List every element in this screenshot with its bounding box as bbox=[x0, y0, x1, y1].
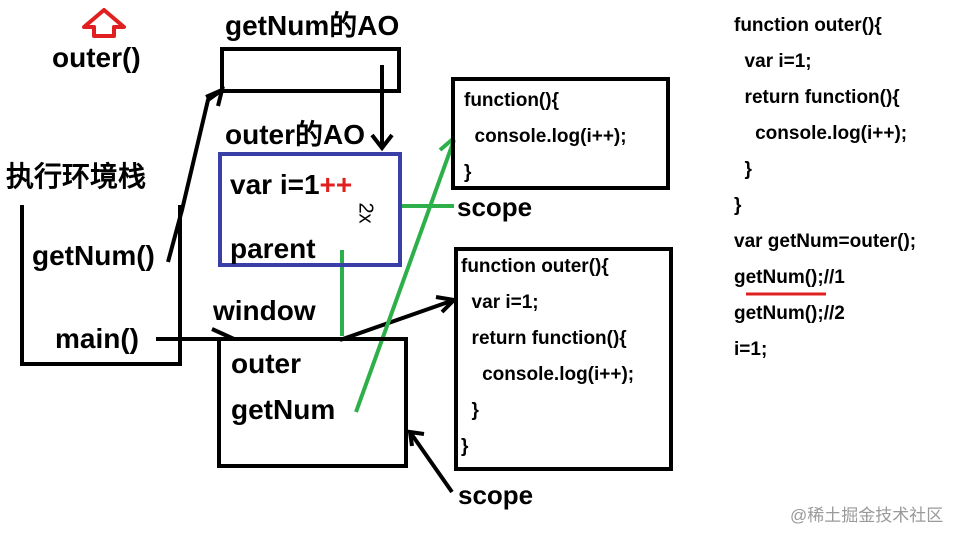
stack-frame-getnum: getNum() bbox=[32, 240, 155, 271]
inner-fn-line-3: } bbox=[464, 162, 472, 183]
red-up-arrow-icon bbox=[82, 8, 126, 38]
outer-fn-line-1: function outer(){ bbox=[461, 256, 609, 277]
outer-ao-increment: ++ bbox=[319, 169, 353, 200]
stack-pushed-label: outer() bbox=[52, 42, 141, 73]
outer-ao-scribble: 2x bbox=[354, 202, 377, 224]
source-line-2: var i=1; bbox=[734, 51, 812, 72]
source-line-3: return function(){ bbox=[734, 87, 900, 108]
outer-fn-line-4: console.log(i++); bbox=[461, 364, 635, 385]
source-line-4: console.log(i++); bbox=[734, 123, 908, 144]
source-line-7: var getNum=outer(); bbox=[734, 231, 917, 252]
source-line-5: } bbox=[734, 159, 752, 180]
source-line-10: i=1; bbox=[734, 339, 768, 360]
scope-label-top: scope bbox=[457, 192, 533, 222]
window-item-outer: outer bbox=[231, 348, 301, 379]
outer-fn-box bbox=[454, 247, 673, 471]
inner-fn-box bbox=[451, 77, 670, 190]
arrow-scope-bottom bbox=[408, 430, 454, 494]
source-line-9: getNum();//2 bbox=[734, 303, 845, 324]
getnum-ao-title: getNum的AO bbox=[225, 10, 400, 41]
outer-ao-var-line: var i=1++ bbox=[230, 171, 352, 199]
stack-bracket bbox=[20, 205, 182, 366]
outer-ao-title: outer的AO bbox=[225, 119, 366, 150]
stack-frame-main: main() bbox=[55, 323, 139, 354]
window-item-getnum: getNum bbox=[231, 394, 336, 425]
inner-fn-line-2: console.log(i++); bbox=[464, 126, 627, 147]
scope-label-bottom: scope bbox=[458, 480, 534, 510]
outer-fn-line-2: var i=1; bbox=[461, 292, 539, 313]
outer-ao-box bbox=[218, 152, 402, 267]
outer-fn-line-5: } bbox=[461, 400, 479, 421]
link-getnum-to-inner-fn bbox=[354, 139, 456, 413]
source-line-8: getNum();//1 bbox=[734, 267, 845, 288]
stack-title: 执行环境栈 bbox=[6, 161, 147, 192]
outer-ao-var-text: var i=1 bbox=[230, 169, 320, 200]
outer-fn-line-3: return function(){ bbox=[461, 328, 627, 349]
window-title: window bbox=[213, 295, 316, 326]
arrow-outer-to-fn bbox=[339, 298, 455, 342]
inner-fn-line-1: function(){ bbox=[464, 90, 559, 111]
outer-fn-line-6: } bbox=[461, 436, 469, 457]
arrow-getnum-to-ao bbox=[166, 88, 224, 263]
source-line-6: } bbox=[734, 195, 742, 216]
outer-ao-parent: parent bbox=[230, 233, 316, 264]
window-box bbox=[217, 337, 408, 468]
getnum-ao-box bbox=[220, 47, 401, 93]
watermark: @稀土掘金技术社区 bbox=[790, 506, 944, 525]
source-line-1: function outer(){ bbox=[734, 15, 882, 36]
